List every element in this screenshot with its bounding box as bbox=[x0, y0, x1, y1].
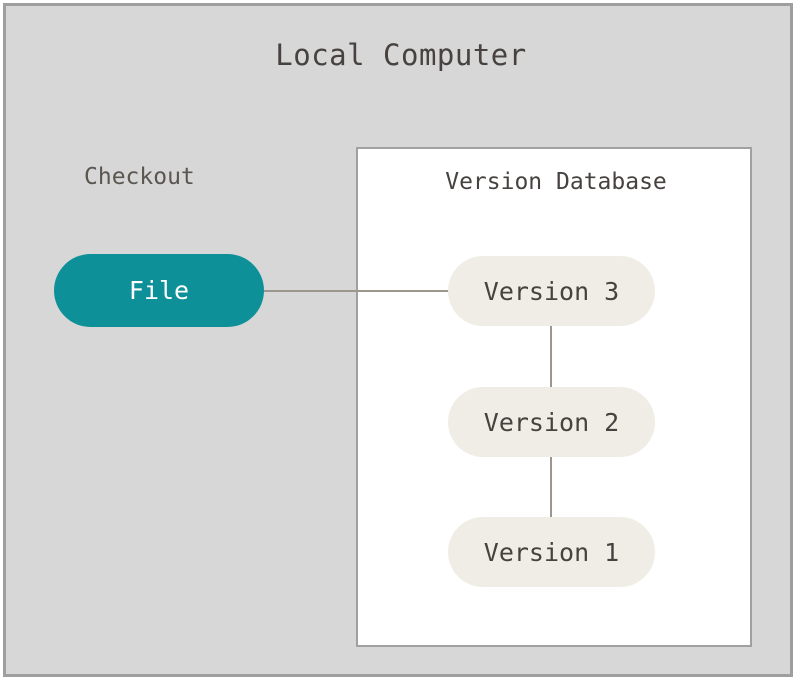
node-version-1[interactable]: Version 1 bbox=[448, 517, 655, 587]
connector-version-2-to-version-1 bbox=[550, 454, 552, 520]
version-database-title: Version Database bbox=[445, 169, 667, 195]
checkout-label: Checkout bbox=[84, 164, 195, 190]
connector-file-to-version-3 bbox=[256, 290, 460, 292]
node-version-2[interactable]: Version 2 bbox=[448, 387, 655, 457]
node-file[interactable]: File bbox=[54, 254, 264, 327]
local-computer-title: Local Computer bbox=[275, 38, 527, 72]
connector-version-3-to-version-2 bbox=[550, 324, 552, 390]
local-computer-frame: Local Computer Checkout Version Database… bbox=[3, 3, 793, 677]
node-version-3[interactable]: Version 3 bbox=[448, 256, 655, 326]
